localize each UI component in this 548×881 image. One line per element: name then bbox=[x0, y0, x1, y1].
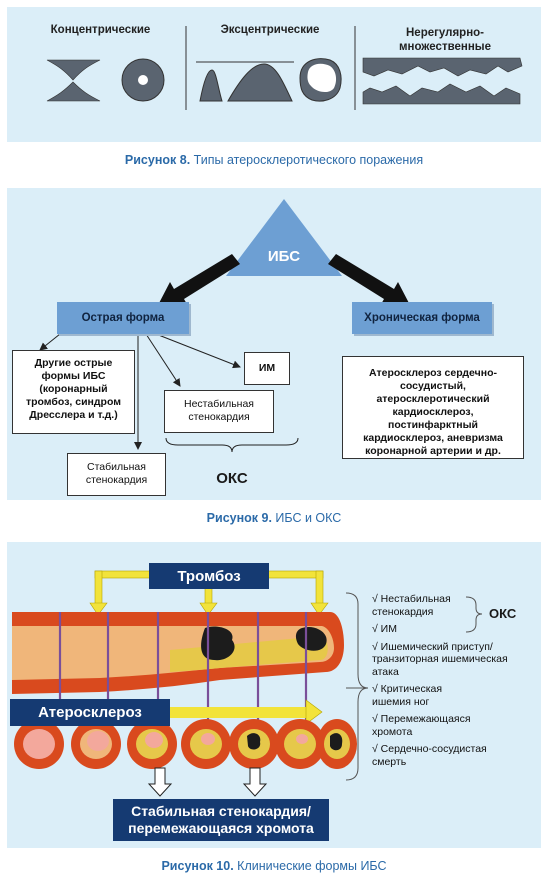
oks-list-brace bbox=[465, 596, 483, 633]
figure9-caption-text: ИБС и ОКС bbox=[275, 511, 342, 525]
arrow-to-unstable bbox=[145, 333, 181, 387]
artery-cross-sections bbox=[14, 719, 357, 769]
atherosclerosis-label: Атеросклероз bbox=[10, 699, 170, 726]
concentric-label: Концентрические bbox=[50, 24, 151, 36]
figure8-caption-text: Типы атеросклеротического поражения bbox=[193, 153, 424, 167]
unstable-angina-box: Нестабильная стенокардия bbox=[164, 390, 274, 433]
other-acute-forms-box: Другие острые формы ИБС (коронарный тром… bbox=[12, 350, 135, 434]
figure10-caption: Рисунок 10. Клинические формы ИБС bbox=[0, 859, 548, 873]
stable-angina-claudication-box: Стабильная стенокардия/ перемежающаяся х… bbox=[113, 799, 329, 841]
list-item: √ Ишемический приступ/ транзиторная ишем… bbox=[372, 640, 508, 678]
chronic-form-box: Хроническая форма bbox=[352, 302, 492, 334]
artery-illustration bbox=[10, 570, 483, 797]
concentric-longitudinal-shape bbox=[46, 59, 101, 102]
figure8-caption: Рисунок 8. Типы атеросклеротического пор… bbox=[0, 153, 548, 167]
clinical-forms-list: √ Нестабильная стенокардия √ ИМ √ Ишемич… bbox=[372, 593, 522, 773]
oks-label: ОКС bbox=[216, 470, 248, 487]
eccentric-label: Эксцентрические bbox=[220, 24, 320, 36]
figure8-caption-number: Рисунок 8. bbox=[124, 153, 191, 167]
thrombosis-label: Тромбоз bbox=[149, 563, 269, 589]
acute-form-box: Острая форма bbox=[57, 302, 189, 334]
arrow-to-im bbox=[155, 333, 241, 369]
eccentric-cross-section bbox=[299, 58, 342, 102]
eccentric-longitudinal-shape bbox=[196, 61, 294, 102]
figure10-caption-number: Рисунок 10. bbox=[161, 859, 234, 873]
figure9-caption-number: Рисунок 9. bbox=[206, 511, 272, 525]
list-item: √ Сердечно-сосудистая смерть bbox=[372, 743, 487, 768]
down-arrow-left bbox=[147, 767, 173, 797]
ibs-triangle bbox=[226, 199, 342, 276]
ibs-diagram-graphics bbox=[39, 199, 411, 453]
chronic-description-box: Атеросклероз сердечно-сосудистый, атерос… bbox=[342, 356, 524, 459]
irregular-label: Нерегулярно- множественные bbox=[398, 27, 492, 53]
big-arrow-left bbox=[157, 254, 240, 307]
lesion-types-illustration bbox=[46, 26, 523, 110]
figure9-caption: Рисунок 9. ИБС и ОКС bbox=[0, 511, 548, 525]
im-box: ИМ bbox=[244, 352, 290, 385]
stable-angina-box: Стабильная стенокардия bbox=[67, 453, 166, 496]
down-arrow-right bbox=[242, 767, 268, 797]
ibs-label: ИБС bbox=[267, 248, 301, 265]
list-item: √ Перемежающаяся хромота bbox=[372, 713, 471, 738]
list-item: √ Нестабильная стенокардия bbox=[372, 593, 451, 618]
irregular-lesion-shape bbox=[362, 57, 523, 105]
big-arrow-right bbox=[328, 254, 411, 307]
list-item: √ Критическая ишемия ног bbox=[372, 683, 443, 708]
figure10-caption-text: Клинические формы ИБС bbox=[237, 859, 387, 873]
arrow-to-other-acute bbox=[39, 333, 61, 351]
artery-longitudinal bbox=[12, 612, 344, 694]
list-oks-label: ОКС bbox=[489, 606, 517, 621]
oks-brace bbox=[165, 437, 299, 453]
list-item: √ ИМ bbox=[372, 623, 397, 635]
